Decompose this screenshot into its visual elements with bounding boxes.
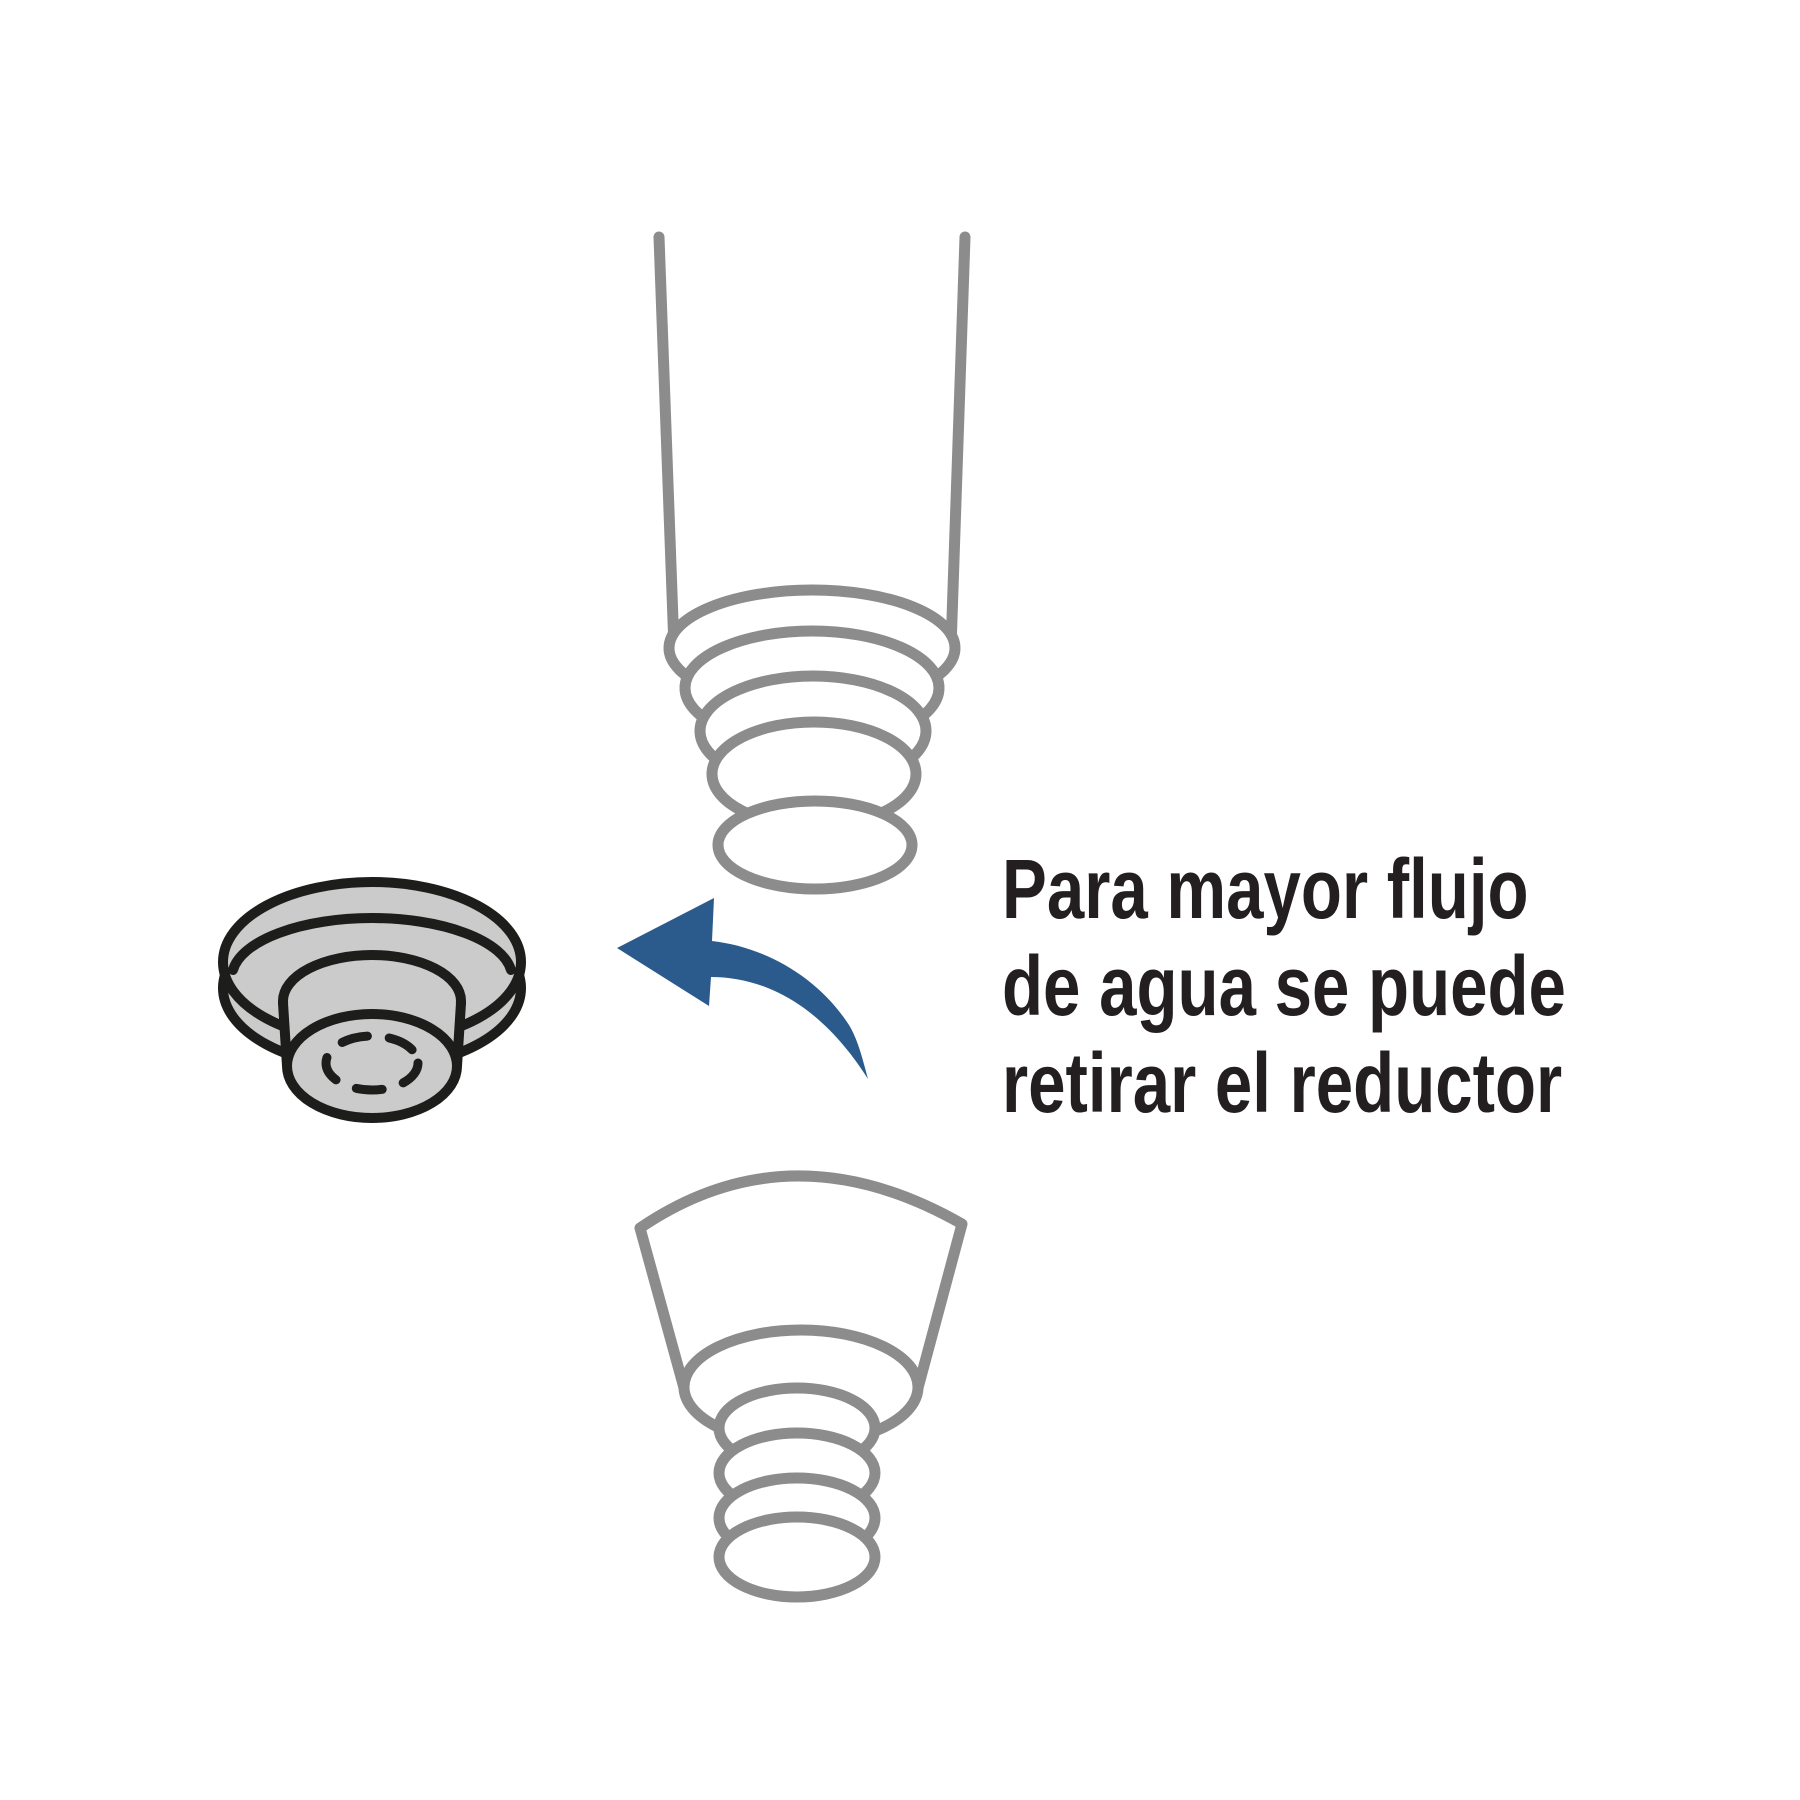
reducer-step-arc — [228, 913, 516, 975]
caption: Para mayor flujo de agua se puede retira… — [1002, 841, 1566, 1132]
hose-tube-line-right — [945, 231, 971, 654]
reducer-outlet-dashed-circle — [321, 1031, 423, 1095]
hose-tube-line-left — [653, 231, 680, 654]
remove-reducer-arrow-icon — [617, 898, 868, 1079]
connector-opening — [712, 795, 918, 895]
hose-ring-4 — [713, 1511, 881, 1603]
hose-top-connector — [653, 231, 971, 895]
caption-line-3: retirar el reductor — [1002, 1036, 1563, 1130]
hose-bottom-connector — [634, 1170, 968, 1603]
reducer-face — [282, 1009, 462, 1123]
caption-line-2: de agua se puede — [1002, 939, 1566, 1033]
caption-line-1: Para mayor flujo — [1002, 842, 1529, 936]
flow-reducer — [218, 877, 526, 1123]
